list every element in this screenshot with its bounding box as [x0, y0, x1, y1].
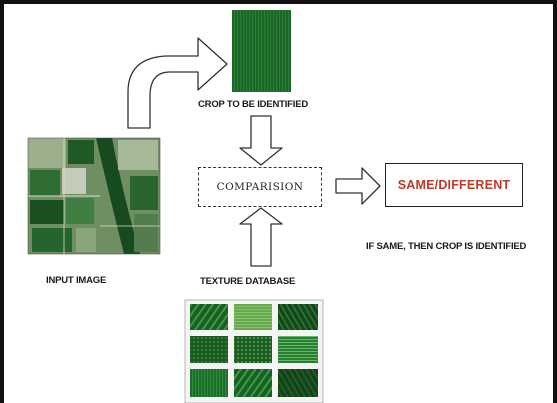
texture-database-label: TEXTURE DATABASE	[200, 276, 296, 287]
crop-image	[232, 10, 291, 92]
curved-arrow-icon	[127, 37, 228, 129]
right-arrow-icon	[335, 167, 381, 205]
input-aerial-image	[27, 137, 161, 255]
result-box: SAME/DIFFERENT	[385, 163, 523, 207]
up-arrow-icon	[239, 207, 283, 267]
down-arrow-icon	[239, 115, 283, 166]
texture-database-grid	[184, 299, 324, 403]
input-image-label: INPUT IMAGE	[46, 275, 107, 286]
crop-to-identify-label: CROP TO BE IDENTIFIED	[198, 99, 308, 110]
identified-note: IF SAME, THEN CROP IS IDENTIFIED	[366, 241, 527, 252]
comparison-box: COMPARISION	[198, 167, 322, 207]
